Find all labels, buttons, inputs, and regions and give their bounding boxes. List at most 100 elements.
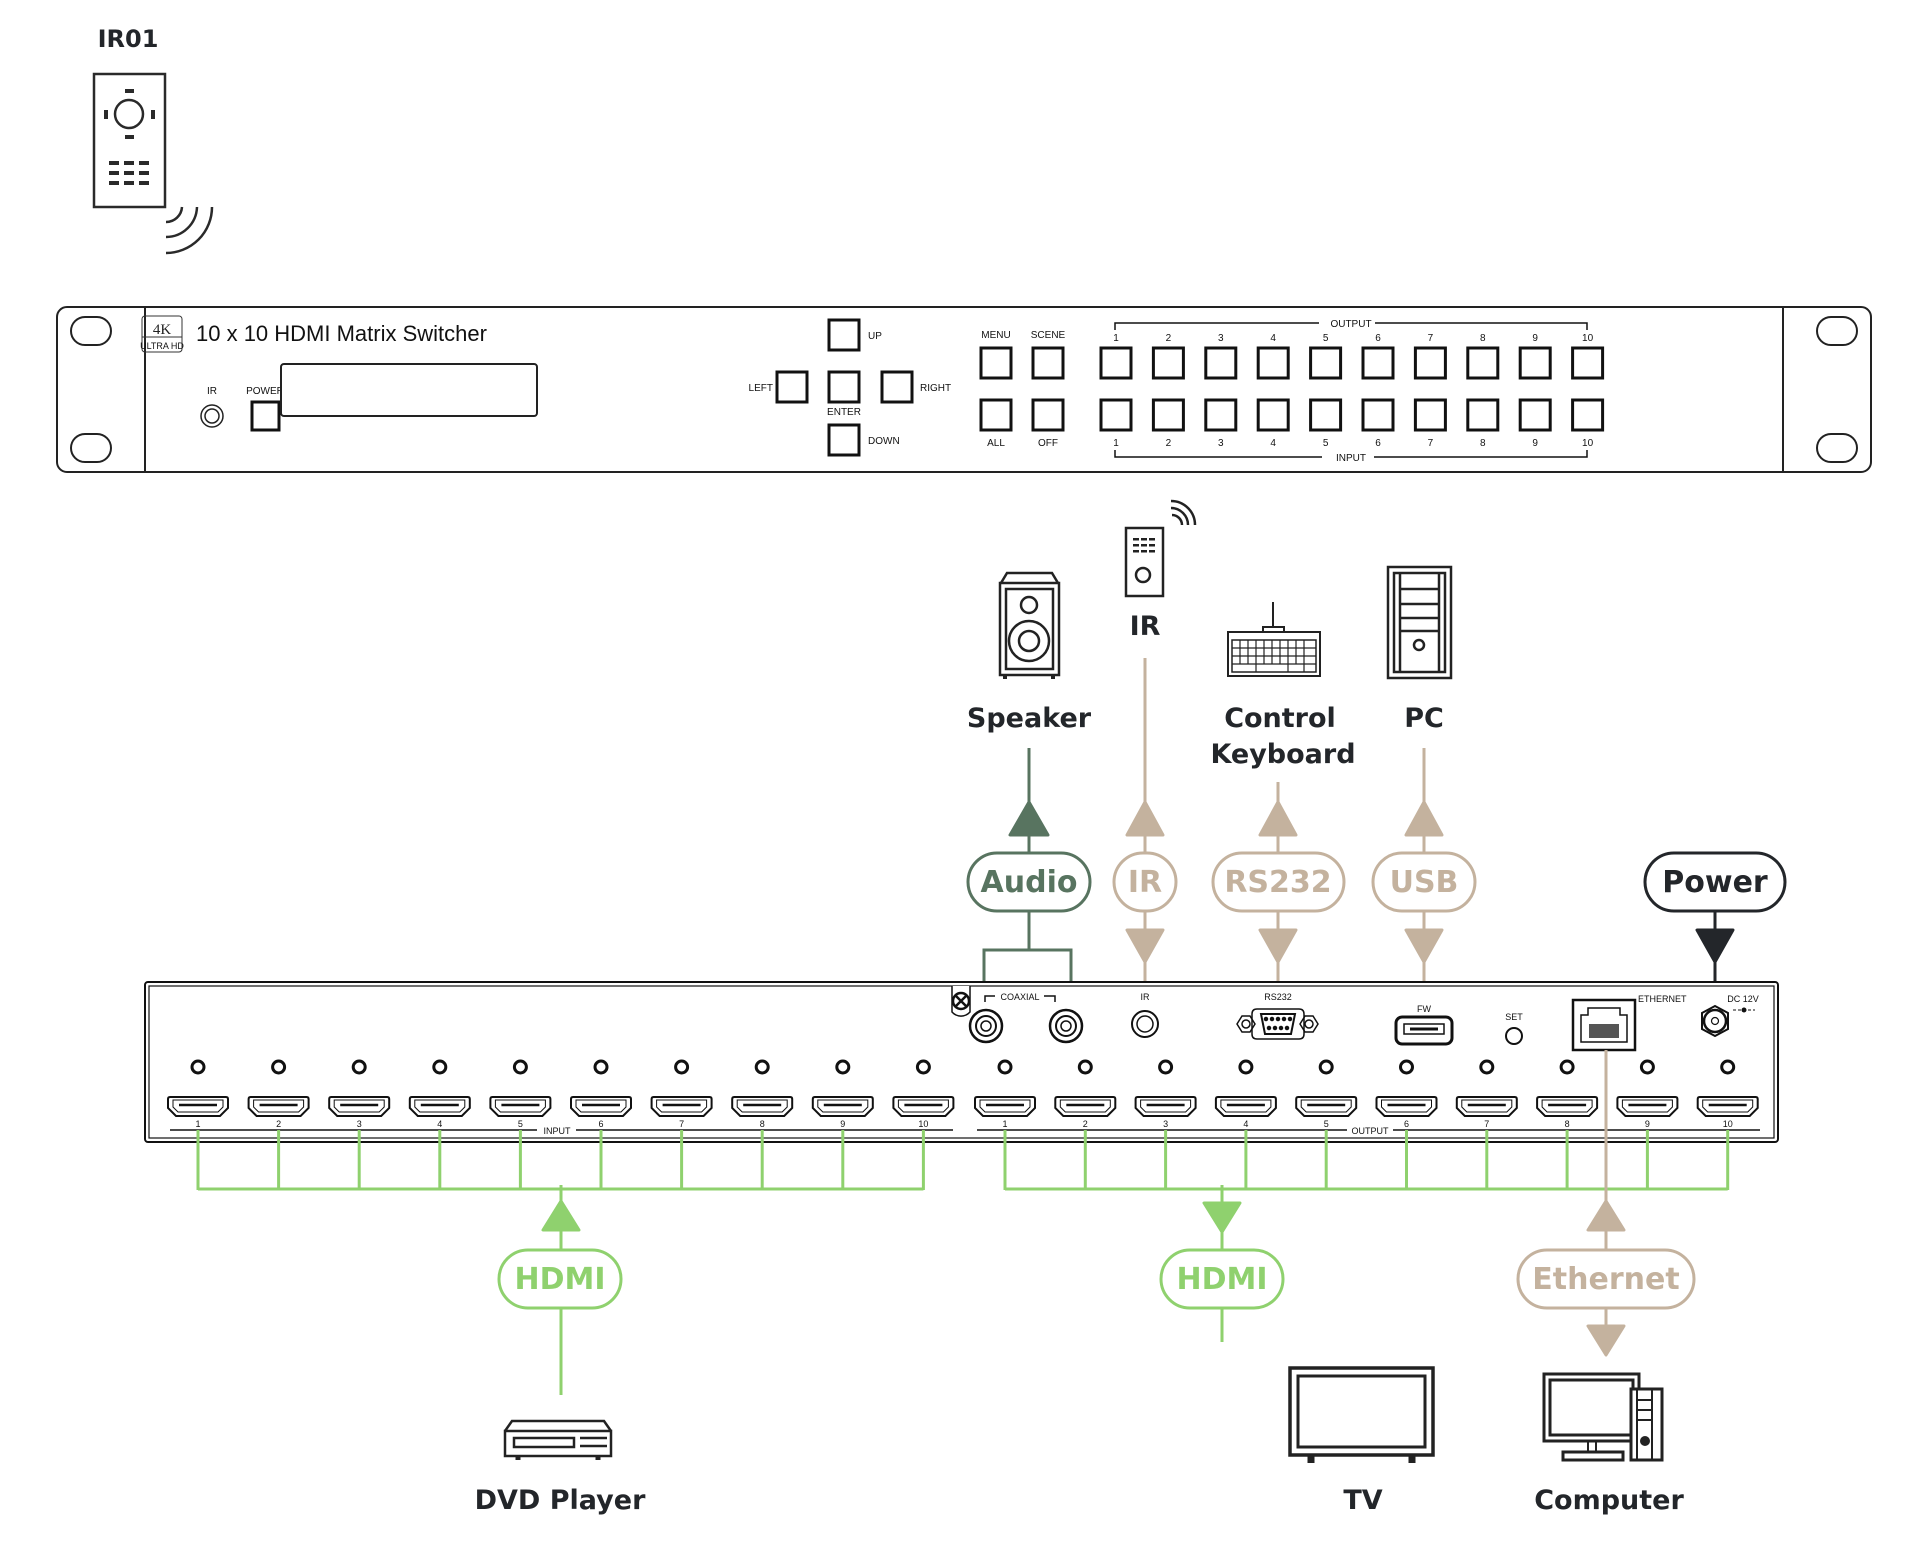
4k-ultra-hd-badge: 4K ULTRA HD [140, 315, 184, 353]
tv-label: TV [1343, 1485, 1382, 1516]
input-channel-number: 2 [1166, 438, 1172, 449]
right-label: RIGHT [920, 383, 951, 394]
output-channel-number: 4 [1270, 333, 1276, 344]
input-6-button[interactable] [1361, 398, 1395, 432]
output-channel-number: 9 [1532, 333, 1538, 344]
front-panel: 4K ULTRA HD 10 x 10 HDMI Matrix Switcher… [56, 306, 1872, 473]
input-channel-number: 3 [1218, 438, 1224, 449]
led-indicator [1479, 1059, 1495, 1075]
output-channel-number: 2 [1166, 333, 1172, 344]
rs232-connection: RS232 [1211, 782, 1346, 988]
usb-pill-label: USB [1390, 865, 1459, 900]
rear-input-group-label: INPUT [544, 1126, 572, 1136]
scene-button[interactable] [1031, 346, 1065, 380]
input-7-button[interactable] [1413, 398, 1447, 432]
input-4-button[interactable] [1256, 398, 1290, 432]
ir-remote-keys [1133, 538, 1155, 553]
hdmi-port-icon [408, 1096, 471, 1117]
hdmi-input-5: 5 [489, 1059, 552, 1129]
hdmi-port-icon [731, 1096, 794, 1117]
output-10-button[interactable] [1571, 346, 1605, 380]
up-button[interactable] [827, 318, 861, 352]
dc-power-jack [1701, 1004, 1729, 1038]
ethernet-arrow-up-icon [1586, 1199, 1626, 1232]
ir-remote-icon [1124, 499, 1197, 598]
input-9-button[interactable] [1518, 398, 1552, 432]
input-10-button[interactable] [1571, 398, 1605, 432]
left-button[interactable] [775, 370, 809, 404]
output-channel-number: 1 [1113, 333, 1119, 344]
port-number: 9 [840, 1119, 845, 1129]
input-2-button[interactable] [1151, 398, 1185, 432]
off-label: OFF [1038, 438, 1058, 449]
led-indicator [271, 1059, 287, 1075]
hdmi-port-icon [1214, 1096, 1277, 1117]
led-indicator [190, 1059, 206, 1075]
ground-screw-icon [951, 986, 971, 1017]
output-8-button[interactable] [1466, 346, 1500, 380]
input-8-button[interactable] [1466, 398, 1500, 432]
output-5-button[interactable] [1309, 346, 1343, 380]
menu-button[interactable] [979, 346, 1013, 380]
fw-label: FW [1417, 1004, 1431, 1014]
lcd-display [280, 363, 538, 417]
input-3-button[interactable] [1204, 398, 1238, 432]
keyboard-icon [1227, 602, 1321, 677]
ir-connection: IR [1112, 658, 1178, 990]
rs232-port [1236, 1008, 1319, 1040]
led-indicator [1077, 1059, 1093, 1075]
right-button[interactable] [880, 370, 914, 404]
input-1-button[interactable] [1099, 398, 1133, 432]
pc-tower-icon [1386, 565, 1453, 680]
port-number: 7 [679, 1119, 684, 1129]
hdmi-port-icon [489, 1096, 552, 1117]
power-pill-label: Power [1662, 865, 1768, 900]
dc-label: DC 12V [1727, 994, 1759, 1004]
keyboard-device: Control Keyboard [1210, 602, 1356, 770]
input-channel-number: 6 [1375, 438, 1381, 449]
output-channel-number: 6 [1375, 333, 1381, 344]
input-channel-number: 8 [1480, 438, 1486, 449]
output-4-button[interactable] [1256, 346, 1290, 380]
computer-icon [1542, 1372, 1664, 1462]
off-button[interactable] [1031, 398, 1065, 432]
hdmi-port-icon [1696, 1096, 1759, 1117]
ethernet-connection: Ethernet [1516, 1050, 1696, 1357]
power-button[interactable] [250, 400, 281, 432]
led-indicator [1559, 1059, 1575, 1075]
led-indicator [835, 1059, 851, 1075]
hdmi-output-connection: HDMI [1159, 1185, 1285, 1342]
hdmi-input-8: 8 [731, 1059, 794, 1129]
output-6-button[interactable] [1361, 346, 1395, 380]
ethernet-port [1571, 998, 1637, 1052]
enter-button[interactable] [827, 370, 861, 404]
output-channel-number: 5 [1323, 333, 1329, 344]
down-button[interactable] [827, 423, 861, 457]
output-9-button[interactable] [1518, 346, 1552, 380]
set-button[interactable] [1505, 1027, 1523, 1045]
output-3-button[interactable] [1204, 346, 1238, 380]
hdmi-in-arrow-up-icon [541, 1199, 581, 1232]
all-button[interactable] [979, 398, 1013, 432]
power-button-label: POWER [246, 386, 284, 397]
port-number: 10 [918, 1119, 928, 1129]
signal-waves-icon [165, 206, 214, 255]
up-label: UP [868, 331, 882, 342]
output-channel-number: 7 [1428, 333, 1434, 344]
remote-icon [92, 72, 167, 209]
port-number: 2 [1083, 1119, 1088, 1129]
output-1-button[interactable] [1099, 346, 1133, 380]
ethernet-label: ETHERNET [1638, 994, 1687, 1004]
input-5-button[interactable] [1309, 398, 1343, 432]
output-7-button[interactable] [1413, 346, 1447, 380]
output-2-button[interactable] [1151, 346, 1185, 380]
hdmi-port-icon [811, 1096, 874, 1117]
hdmi-output-10: 10 [1696, 1059, 1759, 1129]
ir-arrow-up-icon [1125, 800, 1165, 837]
hdmi-out-pill-label: HDMI [1176, 1262, 1267, 1297]
badge-4k: 4K [153, 322, 172, 338]
rack-ear-holes [70, 316, 1858, 463]
hdmi-port-icon [892, 1096, 955, 1117]
hdmi-output-5: 5 [1295, 1059, 1358, 1129]
pc-label: PC [1404, 703, 1444, 734]
